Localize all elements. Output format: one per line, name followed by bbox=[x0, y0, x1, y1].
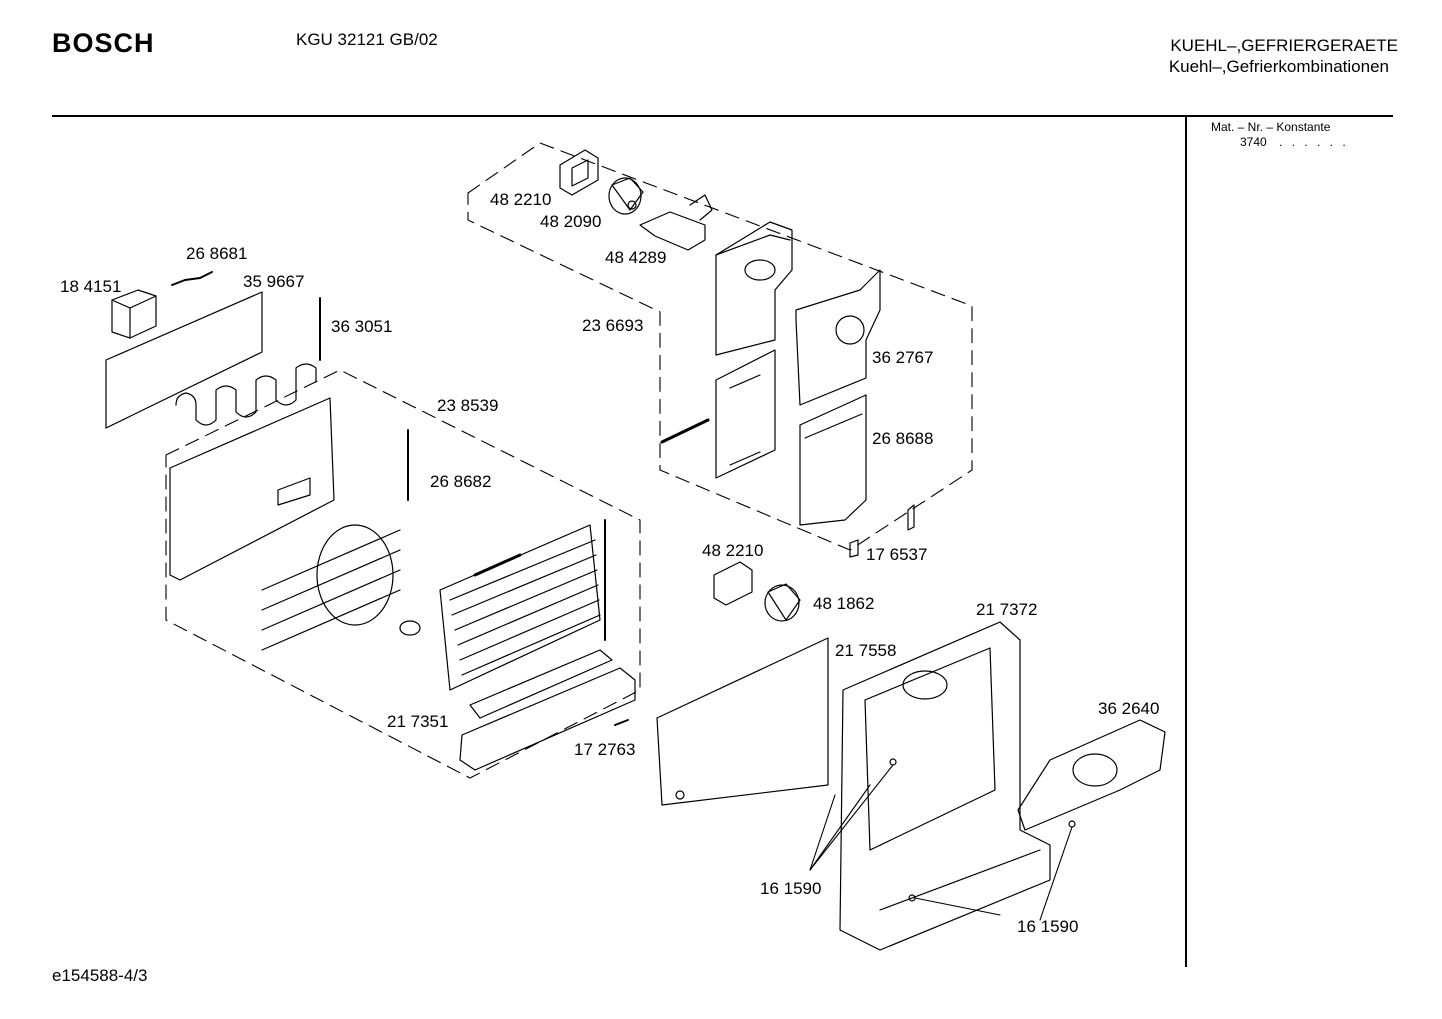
part-label: 21 7558 bbox=[835, 641, 896, 660]
part-label: 36 2767 bbox=[872, 348, 933, 367]
fan-holder-top bbox=[639, 194, 713, 251]
part-label: 48 4289 bbox=[605, 248, 666, 267]
drawing-reference: e154588-4/3 bbox=[52, 966, 148, 985]
part-label: 26 8681 bbox=[186, 244, 247, 263]
air-duct-cover-right bbox=[795, 269, 915, 558]
fan-bracket-bottom bbox=[713, 561, 753, 606]
category-subtitle: Kuehl–,Gefrierkombinationen bbox=[1168, 57, 1389, 76]
part-label: 16 1590 bbox=[1017, 917, 1078, 936]
part-label: 48 1862 bbox=[813, 594, 874, 613]
part-label: 17 6537 bbox=[866, 545, 927, 564]
fan-frame bbox=[839, 621, 1051, 951]
part-label: 48 2210 bbox=[702, 541, 763, 560]
part-label: 16 1590 bbox=[760, 879, 821, 898]
material-number-heading: Mat. – Nr. – Konstante bbox=[1211, 120, 1331, 134]
drip-tray bbox=[459, 649, 636, 771]
part-label: 21 7372 bbox=[976, 600, 1037, 619]
part-label: 48 2210 bbox=[490, 190, 551, 209]
part-label: 36 2640 bbox=[1098, 699, 1159, 718]
screws bbox=[889, 758, 1076, 902]
part-label: 48 2090 bbox=[540, 212, 601, 231]
heater-panel bbox=[105, 291, 321, 429]
brand-logo: BOSCH bbox=[52, 28, 155, 58]
material-constant: 3740 bbox=[1240, 135, 1267, 149]
material-dots: . . . . . . bbox=[1279, 135, 1349, 149]
group-outlines bbox=[165, 142, 973, 779]
part-label: 26 8682 bbox=[430, 472, 491, 491]
fan-motor-bottom bbox=[764, 583, 801, 622]
fan-bracket-top bbox=[559, 149, 599, 196]
part-label: 35 9667 bbox=[243, 272, 304, 291]
evaporator-group-outline bbox=[165, 369, 641, 779]
side-divider bbox=[1185, 116, 1187, 967]
model-number: KGU 32121 GB/02 bbox=[296, 30, 438, 49]
air-duct-cover-left bbox=[660, 221, 793, 479]
part-label: 23 8539 bbox=[437, 396, 498, 415]
leader-lines bbox=[809, 764, 1073, 921]
category-title: KUEHL–,GEFRIERGERAETE bbox=[1170, 36, 1398, 55]
part-label: 17 2763 bbox=[574, 740, 635, 759]
part-label: 26 8688 bbox=[872, 429, 933, 448]
part-label: 23 6693 bbox=[582, 316, 643, 335]
cover-plate bbox=[656, 637, 829, 806]
fan-motor-top bbox=[608, 177, 644, 215]
heater-box bbox=[111, 271, 213, 339]
rear-panel bbox=[169, 397, 335, 581]
header-divider bbox=[52, 115, 1393, 117]
part-labels: 48 2210 48 2090 48 4289 26 8681 18 4151 … bbox=[60, 190, 1159, 936]
air-diffuser bbox=[1017, 719, 1166, 831]
part-label: 36 3051 bbox=[331, 317, 392, 336]
part-label: 18 4151 bbox=[60, 277, 121, 296]
evaporator bbox=[261, 429, 606, 691]
part-label: 21 7351 bbox=[387, 712, 448, 731]
